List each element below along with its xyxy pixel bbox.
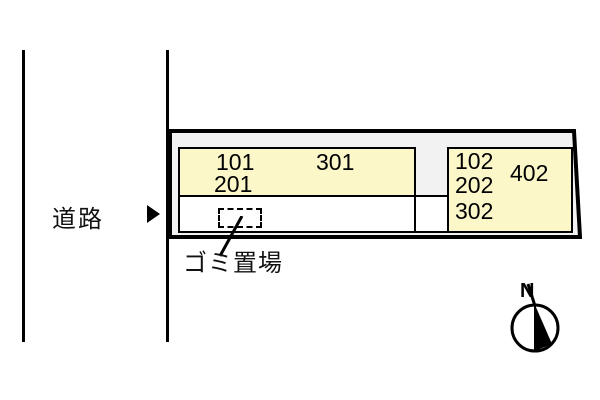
- garbage-area-label: ゴミ置場: [183, 250, 283, 277]
- compass-needle-filled: [535, 305, 552, 351]
- road-label: 道路: [52, 206, 104, 233]
- unit-label-302: 302: [455, 198, 494, 224]
- unit-label-202: 202: [455, 172, 494, 198]
- compass-pointer-stem: [526, 283, 537, 307]
- unit-label-402: 402: [510, 160, 549, 186]
- unit-label-301: 301: [316, 149, 355, 175]
- unit-block-left[interactable]: [178, 147, 416, 197]
- north-arrow-icon: N: [500, 280, 570, 355]
- garbage-leader-line: [190, 215, 250, 260]
- unit-block-right[interactable]: [447, 147, 573, 233]
- compass-shape: N: [510, 280, 560, 353]
- leader-stroke: [218, 215, 244, 257]
- garbage-leader-shape: [218, 215, 244, 257]
- unit-label-201: 201: [214, 171, 253, 197]
- unit-label-102: 102: [455, 148, 494, 174]
- dashed-rectangle-icon: [218, 208, 262, 228]
- unit-label-101: 101: [216, 149, 255, 175]
- road-edge-line-left: [22, 50, 25, 342]
- triangle-right-icon: [147, 205, 160, 223]
- corridor-strip-gap: [414, 195, 449, 233]
- road-edge-line-right: [166, 50, 169, 342]
